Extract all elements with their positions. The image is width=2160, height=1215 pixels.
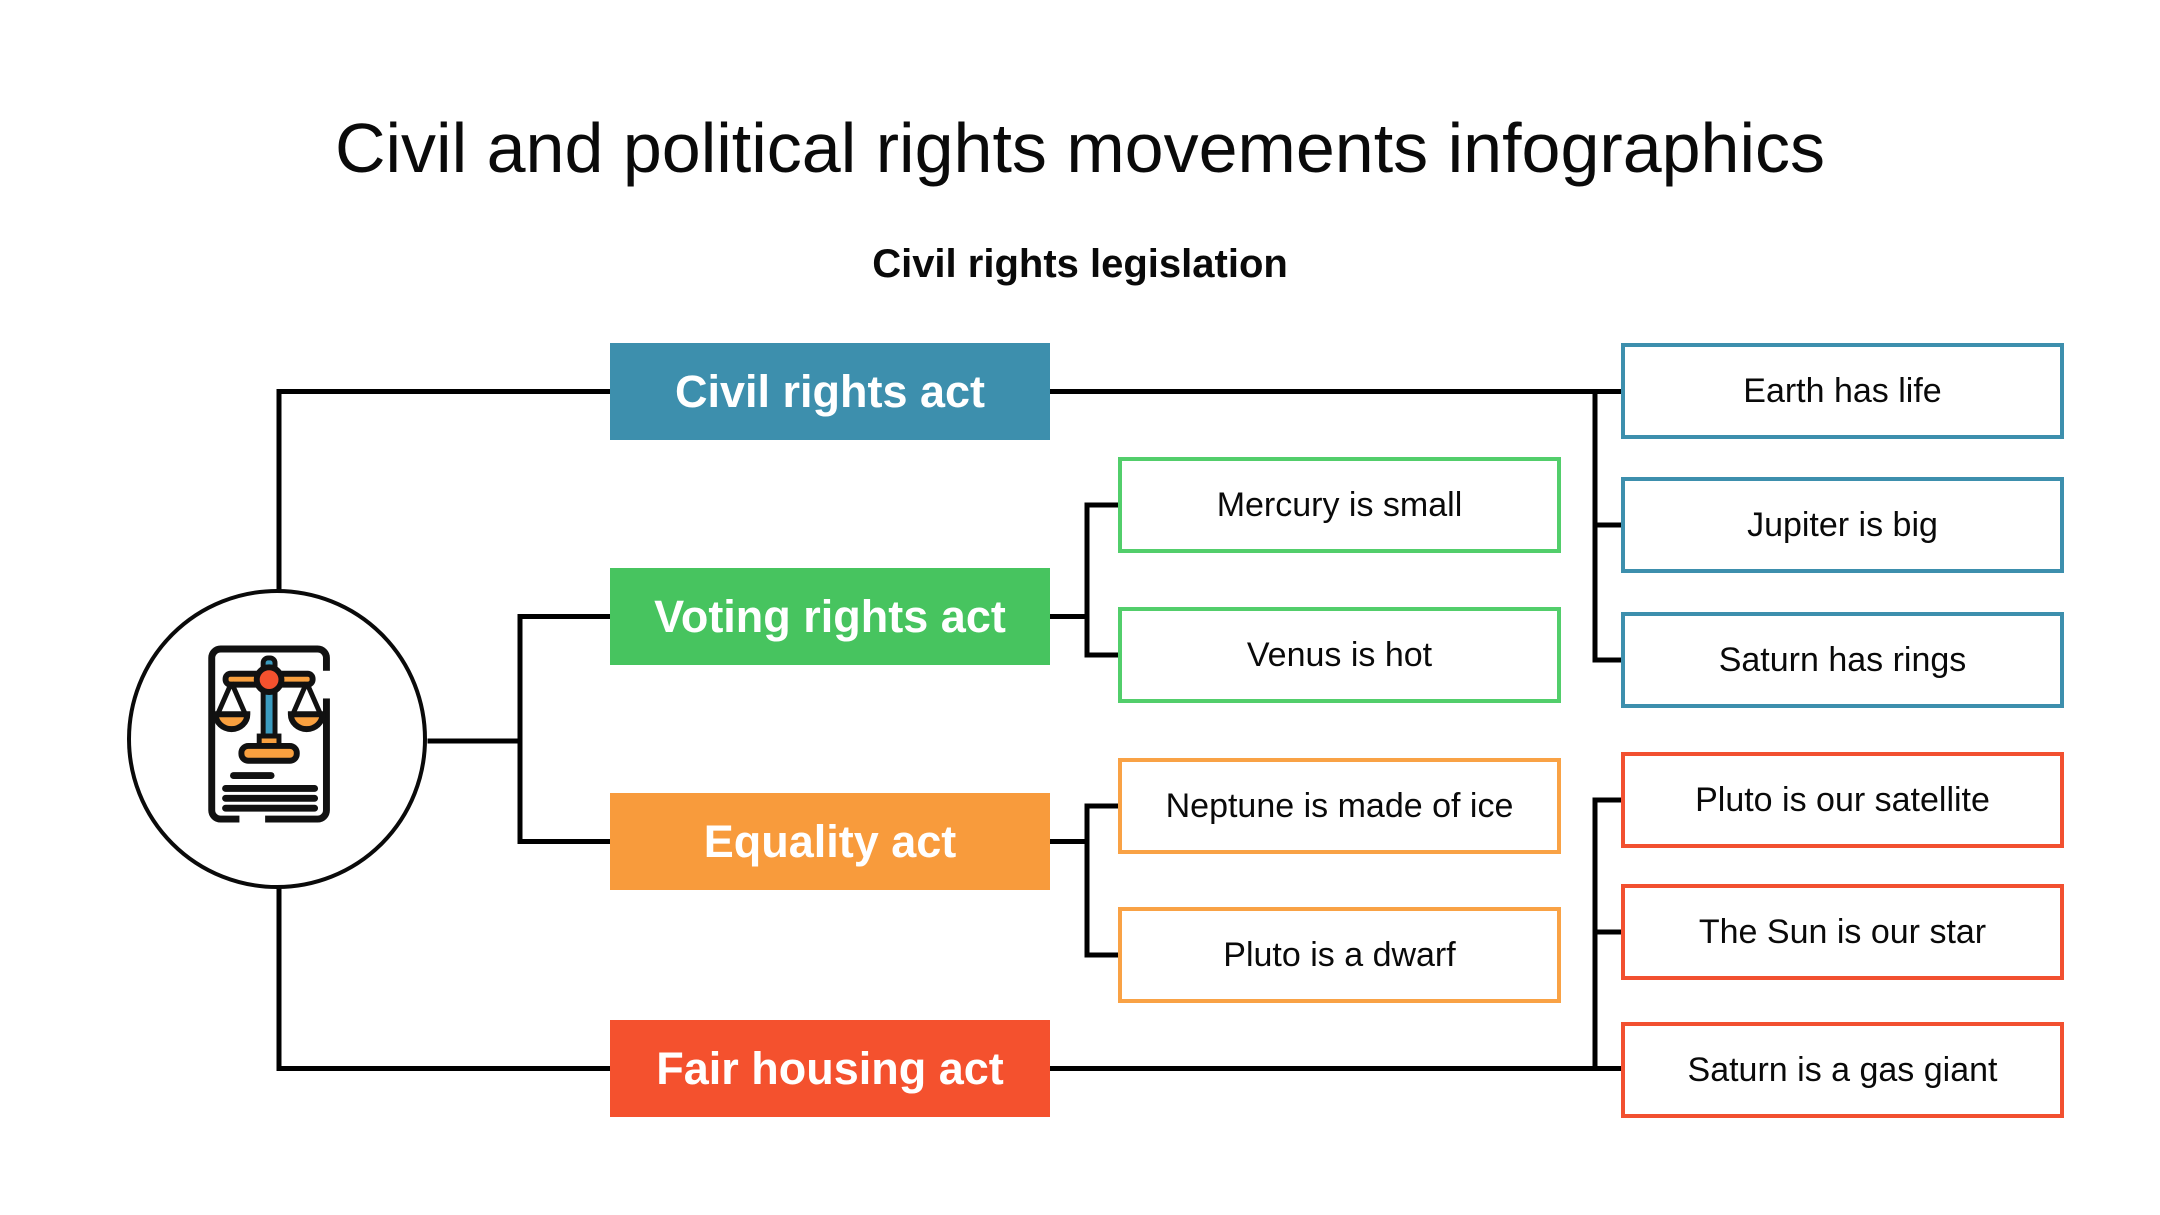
- page-title: Civil and political rights movements inf…: [334, 109, 1826, 187]
- statement-node-mercury-is-small: Mercury is small: [1118, 457, 1561, 553]
- legend-circle: [127, 589, 427, 889]
- statement-node-saturn-has-rings: Saturn has rings: [1621, 612, 2064, 708]
- statement-node-earth-has-life: Earth has life: [1621, 343, 2064, 439]
- statement-node-the-sun-is-our-star: The Sun is our star: [1621, 884, 2064, 980]
- statement-label: Earth has life: [1743, 371, 1942, 410]
- statement-node-venus-is-hot: Venus is hot: [1118, 607, 1561, 703]
- act-node-civil-rights-act: Civil rights act: [610, 343, 1050, 440]
- statement-label: Pluto is our satellite: [1695, 780, 1990, 819]
- statement-label: Saturn has rings: [1718, 640, 1967, 679]
- statement-label: Pluto is a dwarf: [1223, 935, 1456, 974]
- statement-node-pluto-is-our-satellite: Pluto is our satellite: [1621, 752, 2064, 848]
- statement-node-saturn-is-a-gas-giant: Saturn is a gas giant: [1621, 1022, 2064, 1118]
- statement-label: Saturn is a gas giant: [1687, 1050, 1998, 1089]
- justice-scales-document-icon: [208, 645, 332, 826]
- act-node-equality-act: Equality act: [610, 793, 1050, 890]
- act-label: Civil rights act: [674, 365, 986, 417]
- act-label: Equality act: [703, 815, 957, 867]
- statement-label: Mercury is small: [1216, 485, 1463, 524]
- statement-node-pluto-is-a-dwarf: Pluto is a dwarf: [1118, 907, 1561, 1003]
- statement-label: Neptune is made of ice: [1165, 786, 1514, 825]
- act-node-voting-rights-act: Voting rights act: [610, 568, 1050, 665]
- section-subtitle: Civil rights legislation: [872, 242, 1288, 286]
- act-label: Voting rights act: [654, 590, 1006, 642]
- act-label: Fair housing act: [656, 1042, 1004, 1094]
- statement-label: Venus is hot: [1246, 635, 1433, 674]
- statement-node-jupiter-is-big: Jupiter is big: [1621, 477, 2064, 573]
- statement-label: Jupiter is big: [1747, 505, 1938, 544]
- act-node-fair-housing-act: Fair housing act: [610, 1020, 1050, 1117]
- statement-node-neptune-is-made-of-ice: Neptune is made of ice: [1118, 758, 1561, 854]
- statement-label: The Sun is our star: [1698, 912, 1987, 951]
